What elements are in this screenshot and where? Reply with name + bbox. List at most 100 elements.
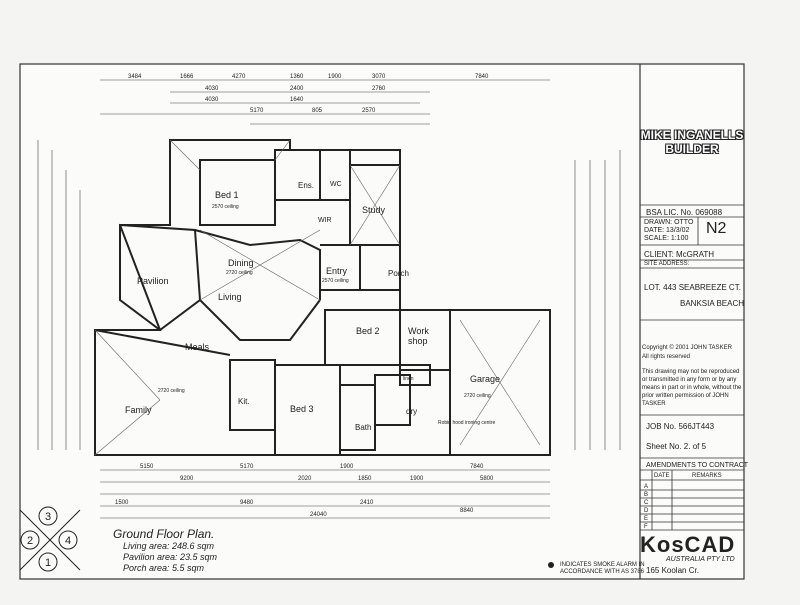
dim-top-6: 3070 — [372, 74, 386, 80]
room-wir: WIR — [318, 217, 332, 224]
job-number: JOB No. 566JT443 — [646, 422, 715, 431]
dim-top2-5: 1640 — [290, 97, 304, 103]
room-entry-ceiling: 2570 ceiling — [322, 278, 349, 284]
compass-1: 1 — [45, 557, 51, 569]
client-name: CLIENT: McGRATH — [644, 250, 715, 259]
smoke-alarm-note: INDICATES SMOKE ALARM IN ACCORDANCE WITH… — [560, 562, 645, 576]
room-workshop-line1: Work — [408, 326, 429, 336]
dim-bottom-4: 7840 — [470, 464, 484, 470]
compass-2: 2 — [27, 535, 33, 547]
koscad-logo: KosCAD — [640, 532, 736, 557]
dim-top-1: 3484 — [128, 74, 142, 80]
area-legend: Ground Floor Plan. Living area: 248.6 sq… — [113, 527, 217, 574]
koscad-logo-sub: AUSTRALIA PTY LTD — [666, 556, 735, 563]
room-bed2: Bed 2 — [356, 326, 380, 336]
dim-top-7: 7840 — [475, 74, 489, 80]
room-study: Study — [362, 205, 386, 215]
amend-row-d: D — [644, 508, 649, 514]
dim-total: 24040 — [310, 512, 327, 518]
room-bed1: Bed 1 — [215, 190, 239, 200]
room-dining-ceiling: 2720 ceiling — [226, 270, 253, 276]
builder-line2: BUILDER — [665, 142, 719, 156]
room-dining: Dining — [228, 258, 254, 268]
smoke-alarm-symbol — [548, 562, 554, 568]
compass-4: 4 — [65, 535, 71, 547]
drawing-border — [19, 63, 745, 580]
compass-symbol — [19, 506, 81, 572]
room-bed3: Bed 3 — [290, 404, 314, 414]
room-meals: Meals — [185, 342, 210, 352]
dim-top2-6: 5170 — [250, 108, 264, 114]
dim-bottom3-1: 1500 — [115, 500, 129, 506]
room-workshop-line2: shop — [408, 336, 428, 346]
room-dry: dry — [406, 407, 417, 416]
room-linen: linen — [403, 376, 414, 382]
dimension-lines-left — [37, 140, 81, 450]
amend-row-e: E — [644, 516, 648, 522]
room-garage: Garage — [470, 374, 500, 384]
porch-area: Porch area: 5.5 sqm — [123, 563, 205, 573]
dim-bottom2-3: 1850 — [358, 476, 372, 482]
title-block-grid — [640, 204, 744, 531]
dim-top2-1: 4030 — [205, 86, 219, 92]
room-family: Family — [125, 405, 152, 415]
room-kit: Kit. — [238, 397, 250, 406]
drawn-by: DRAWN: OTTO — [644, 219, 694, 226]
dim-bottom2-4: 1900 — [410, 476, 424, 482]
builder-line1: MIKE INGANELLS — [640, 128, 744, 142]
dimension-lines-right — [574, 150, 621, 450]
site-address-line2: BANKSIA BEACH — [680, 299, 745, 308]
dim-top2-7: 805 — [312, 108, 323, 114]
amend-row-a: A — [644, 484, 648, 490]
dim-bottom3-3: 2410 — [360, 500, 374, 506]
dim-bottom-3: 1900 — [340, 464, 354, 470]
sheet-number: Sheet No. 2. of 5 — [646, 442, 707, 451]
room-living: Living — [218, 292, 242, 302]
dim-top2-3: 2400 — [290, 86, 304, 92]
dimension-lines-top — [100, 79, 550, 125]
amend-row-f: F — [644, 524, 648, 530]
dimension-lines-bottom — [100, 469, 550, 519]
room-garage-ceiling: 2720 ceiling — [464, 393, 491, 399]
copyright-notice: This drawing may not be reproduced or tr… — [642, 369, 742, 407]
dim-top2-4: 2760 — [372, 86, 386, 92]
dim-bottom2-1: 9200 — [180, 476, 194, 482]
license-number: BSA LIC. No. 069088 — [646, 208, 723, 217]
dim-bottom3-4: 8840 — [460, 508, 474, 514]
sheet-code: N2 — [706, 220, 727, 237]
amend-row-b: B — [644, 492, 648, 498]
roof-hip-lines — [94, 139, 541, 456]
plan-title: Ground Floor Plan. — [113, 527, 215, 541]
dim-bottom2-2: 2020 — [298, 476, 312, 482]
dim-top-3: 4270 — [232, 74, 246, 80]
amend-row-c: C — [644, 500, 649, 506]
pavilion-area: Pavilion area: 23.5 sqm — [123, 552, 218, 562]
room-entry: Entry — [326, 266, 348, 276]
amendments-title: AMENDMENTS TO CONTRACT — [646, 462, 749, 469]
building-walls — [94, 139, 551, 456]
room-wc: WC — [330, 181, 342, 188]
room-porch: Porch — [388, 269, 409, 278]
dim-top-5: 1900 — [328, 74, 342, 80]
smoke-note-line2: ACCORDANCE WITH AS 3786 — [560, 569, 645, 575]
ironing-centre: Robin hood ironing centre — [438, 420, 495, 426]
room-bath: Bath — [355, 423, 371, 432]
site-address-line1: LOT. 443 SEABREEZE CT. — [644, 283, 741, 292]
room-family-ceiling: 2720 ceiling — [158, 388, 185, 394]
room-bed1-ceiling: 2570 ceiling — [212, 204, 239, 210]
drawing-date: DATE: 13/3/02 — [644, 227, 690, 234]
room-ens: Ens. — [298, 181, 314, 190]
dim-bottom-2: 5170 — [240, 464, 254, 470]
amend-remarks-col: REMARKS — [692, 473, 722, 479]
rights-line: All rights reserved — [642, 354, 691, 360]
copyright-line: Copyright © 2001 JOHN TASKER — [642, 345, 732, 351]
company-address: 165 Koolan Cr. — [646, 566, 699, 575]
drawing-scale: SCALE: 1:100 — [644, 235, 689, 242]
site-address-label: SITE ADDRESS: — [644, 261, 690, 267]
amend-date-col: DATE — [654, 473, 670, 479]
builder-name: MIKE INGANELLS BUILDER — [640, 128, 744, 156]
room-pavilion: Pavilion — [137, 276, 169, 286]
dim-bottom3-2: 9480 — [240, 500, 254, 506]
